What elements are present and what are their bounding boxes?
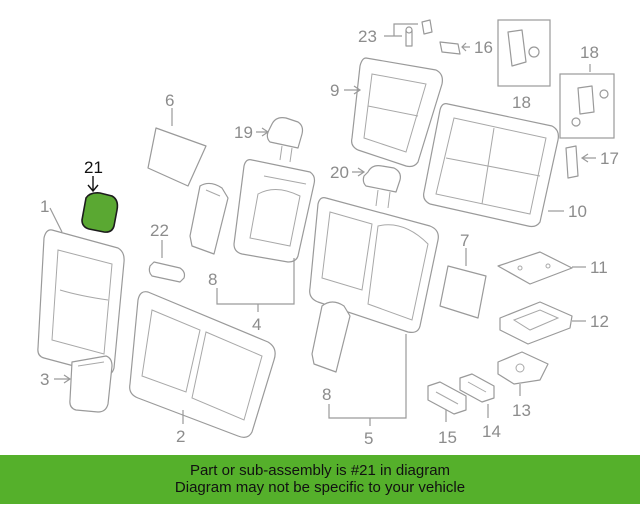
part-18-latch-upper bbox=[497, 19, 551, 87]
leader-20 bbox=[352, 167, 366, 177]
part-3-armrest bbox=[69, 355, 113, 413]
callout-16[interactable]: 16 bbox=[474, 38, 493, 57]
part-8-back-cover-upper bbox=[189, 182, 229, 255]
leader-23 bbox=[384, 23, 418, 37]
callout-9[interactable]: 9 bbox=[330, 81, 339, 100]
callout-10[interactable]: 10 bbox=[568, 202, 587, 221]
leader-19 bbox=[256, 127, 270, 137]
leader-21 bbox=[87, 176, 99, 193]
callout-21[interactable]: 21 bbox=[84, 158, 103, 177]
part-10-seat-frame bbox=[423, 103, 559, 228]
banner-line-2: Diagram may not be specific to your vehi… bbox=[174, 479, 466, 496]
callout-19[interactable]: 19 bbox=[234, 123, 253, 142]
callout-18-lower[interactable]: 18 bbox=[580, 43, 599, 62]
leader-3 bbox=[54, 374, 72, 384]
callout-7[interactable]: 7 bbox=[460, 231, 469, 250]
callout-8-upper[interactable]: 8 bbox=[208, 270, 217, 289]
callout-1[interactable]: 1 bbox=[40, 197, 49, 216]
part-17-bracket bbox=[565, 145, 579, 179]
callout-3[interactable]: 3 bbox=[40, 370, 49, 389]
part-7-panel bbox=[439, 265, 487, 319]
part-21-headrest[interactable] bbox=[81, 192, 119, 233]
part-9-seat-frame bbox=[351, 57, 443, 168]
leader-16 bbox=[461, 42, 470, 52]
part-8-back-cover-lower bbox=[311, 301, 351, 373]
part-6-back-panel bbox=[147, 127, 207, 187]
callout-23[interactable]: 23 bbox=[358, 27, 377, 46]
part-23-bolts bbox=[405, 19, 433, 47]
callout-14[interactable]: 14 bbox=[482, 422, 501, 441]
part-seat-back-center bbox=[233, 159, 316, 263]
bracket-5 bbox=[328, 334, 407, 426]
callout-12[interactable]: 12 bbox=[590, 312, 609, 331]
bracket-4 bbox=[216, 258, 295, 312]
part-19-headrest bbox=[266, 117, 304, 163]
part-2-seat-cushion bbox=[129, 291, 276, 438]
callout-13[interactable]: 13 bbox=[512, 401, 531, 420]
part-1-seat-back-left bbox=[37, 229, 125, 375]
leader-1 bbox=[49, 207, 63, 233]
part-12-tray bbox=[499, 301, 573, 345]
callout-2[interactable]: 2 bbox=[176, 427, 185, 446]
callout-22[interactable]: 22 bbox=[150, 221, 169, 240]
callout-18-upper[interactable]: 18 bbox=[512, 93, 531, 112]
part-22-bracket bbox=[148, 261, 186, 283]
part-15-latch bbox=[427, 381, 467, 415]
part-20-headrest bbox=[362, 165, 401, 209]
leader-17 bbox=[580, 153, 596, 163]
callout-6[interactable]: 6 bbox=[165, 91, 174, 110]
leader-9 bbox=[344, 85, 362, 95]
part-13-bracket bbox=[497, 351, 549, 385]
part-info-banner: Part or sub-assembly is #21 in diagram D… bbox=[0, 455, 640, 504]
callout-5[interactable]: 5 bbox=[364, 429, 373, 448]
callout-17[interactable]: 17 bbox=[600, 149, 619, 168]
callout-15[interactable]: 15 bbox=[438, 428, 457, 447]
part-14-latch bbox=[459, 373, 495, 403]
callout-11[interactable]: 11 bbox=[590, 258, 608, 277]
banner-line-1: Part or sub-assembly is #21 in diagram bbox=[189, 462, 451, 479]
callout-20[interactable]: 20 bbox=[330, 163, 349, 182]
part-18-latch-lower: 18 bbox=[559, 43, 615, 139]
part-seat-back-right bbox=[309, 197, 439, 333]
callout-4[interactable]: 4 bbox=[252, 315, 261, 334]
part-16-clip bbox=[439, 41, 461, 55]
part-11-plate bbox=[497, 251, 573, 285]
callout-8-lower[interactable]: 8 bbox=[322, 385, 331, 404]
